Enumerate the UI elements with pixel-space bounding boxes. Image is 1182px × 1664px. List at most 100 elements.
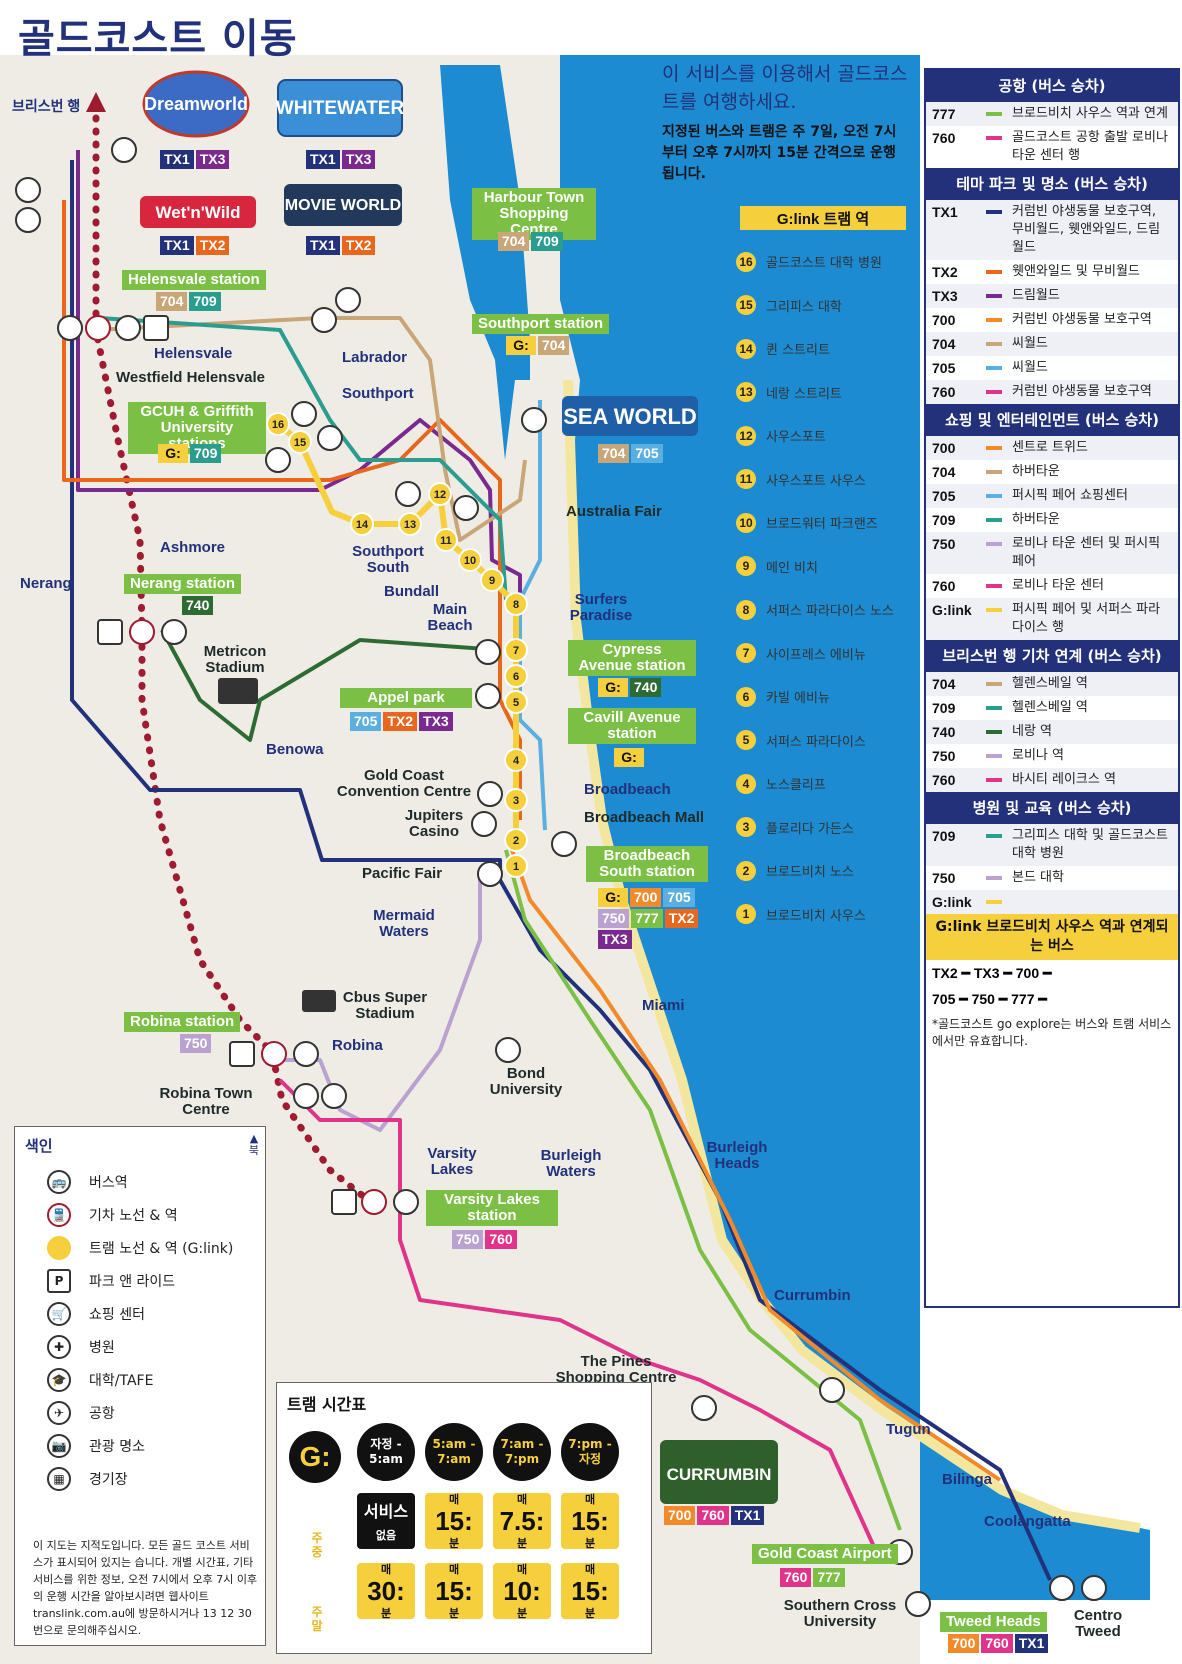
tram-icon: ● (47, 1236, 71, 1260)
stadium-icon[interactable] (302, 990, 336, 1012)
attraction-icon[interactable] (111, 137, 137, 163)
bus-stop-icon[interactable] (317, 425, 343, 451)
panel-route-number: 760 (932, 384, 956, 400)
weekday-label: 주중 (311, 1531, 323, 1559)
tram-stop-marker[interactable] (428, 482, 452, 506)
university-icon[interactable] (905, 1591, 931, 1617)
frequency-value: 10: (503, 1576, 541, 1606)
train-station-icon[interactable] (361, 1189, 387, 1215)
route-color-swatch (986, 390, 1002, 394)
station-varsity-lakes[interactable]: Varsity Lakes station (426, 1190, 558, 1226)
train-station-icon[interactable] (85, 315, 111, 341)
tram-stop-marker[interactable] (504, 828, 528, 852)
tram-stop-marker[interactable] (458, 548, 482, 572)
shopping-icon[interactable] (1081, 1575, 1107, 1601)
shopping-icon[interactable] (453, 495, 479, 521)
tram-stop-marker[interactable] (288, 430, 312, 454)
park-ride-icon[interactable] (97, 619, 123, 645)
wetnwild-logo[interactable] (140, 196, 256, 228)
attraction-icon[interactable] (477, 781, 503, 807)
station-cavill[interactable]: Cavill Avenue station (568, 708, 696, 744)
shopping-icon[interactable] (691, 1395, 717, 1421)
station-southport[interactable]: Southport station (472, 314, 609, 334)
station-robina[interactable]: Robina station (124, 1012, 241, 1032)
currumbin-logo-text: CURRUMBIN (667, 1465, 772, 1484)
hospital-icon[interactable] (291, 401, 317, 427)
route-color-swatch (986, 778, 1002, 782)
shopping-icon[interactable] (551, 831, 577, 857)
bus-stop-icon[interactable] (1049, 1575, 1075, 1601)
university-icon[interactable] (495, 1037, 521, 1063)
dreamworld-logo[interactable] (142, 70, 250, 138)
whitewater-logo[interactable] (277, 79, 403, 137)
train-station-icon[interactable] (129, 619, 155, 645)
bus-stop-icon[interactable] (395, 481, 421, 507)
route-badge: 760 (981, 1634, 1013, 1653)
station-helensvale[interactable]: Helensvale station (122, 270, 266, 290)
shopping-icon[interactable] (57, 315, 83, 341)
route-TX2 (62, 200, 522, 820)
bus-stop-icon[interactable] (293, 1041, 319, 1067)
tram-stop-name: 노스클리프 (766, 778, 826, 794)
attraction-icon[interactable] (819, 1377, 845, 1403)
tram-stop-name: 브로드비치 노스 (766, 865, 854, 881)
university-icon[interactable] (265, 447, 291, 473)
tram-stop-marker[interactable] (504, 854, 528, 878)
station-appel-park[interactable]: Appel park (340, 688, 472, 708)
park-ride-icon[interactable] (229, 1041, 255, 1067)
movieworld-logo[interactable] (284, 184, 402, 226)
tram-stop-number: 13 (404, 519, 416, 531)
station-nerang[interactable]: Nerang station (124, 574, 242, 594)
tram-stop-marker[interactable] (350, 512, 374, 536)
bus-stop-icon[interactable] (293, 1083, 319, 1109)
station-gc-airport[interactable]: Gold Coast Airport (752, 1544, 898, 1564)
tram-stop-marker[interactable] (504, 664, 528, 688)
tram-stop-marker[interactable] (504, 788, 528, 812)
station-broadbeach-south[interactable]: Broadbeach South station (586, 846, 708, 882)
panel-route-number: 760 (932, 578, 956, 594)
bus-stop-icon[interactable] (311, 307, 337, 333)
airport-icon: ✈ (47, 1401, 71, 1425)
park-ride-icon[interactable] (331, 1189, 357, 1215)
bus-stop-icon[interactable] (475, 639, 501, 665)
tram-stop-marker[interactable] (434, 528, 458, 552)
route-color-swatch (986, 584, 1002, 588)
bus-stop-icon[interactable] (115, 315, 141, 341)
weekend-label: 주말 (311, 1605, 323, 1633)
tram-stop-marker[interactable] (398, 512, 422, 536)
tram-stop-marker[interactable] (504, 638, 528, 662)
southport-routes: G:704 (506, 336, 570, 355)
stadium-icon[interactable] (218, 678, 258, 704)
tram-stop-marker[interactable] (504, 690, 528, 714)
intro-heading: 이 서비스를 이용해서 골드코스트를 여행하세요. (662, 63, 908, 113)
bus-stop-icon[interactable] (393, 1189, 419, 1215)
tram-stop-marker[interactable] (480, 568, 504, 592)
shopping-icon[interactable] (321, 1083, 347, 1109)
route-color-swatch (986, 494, 1002, 498)
tram-stop-marker[interactable] (504, 748, 528, 772)
legend-item: 🚆기차 노선 & 역 (47, 1203, 178, 1227)
attraction-icon[interactable] (521, 407, 547, 433)
place-miami: Miami (642, 997, 685, 1014)
tram-stop-marker[interactable] (504, 592, 528, 616)
bus-stop-icon[interactable] (15, 207, 41, 233)
train-station-icon[interactable] (261, 1041, 287, 1067)
shopping-icon[interactable] (335, 287, 361, 313)
park-ride-icon[interactable] (143, 315, 169, 341)
seaworld-logo[interactable] (562, 396, 698, 436)
station-tweed-heads[interactable]: Tweed Heads (940, 1612, 1047, 1632)
route-badge: G: (598, 678, 628, 697)
bus-stop-icon[interactable] (161, 619, 187, 645)
shopping-icon[interactable] (477, 861, 503, 887)
attraction-icon[interactable] (471, 811, 497, 837)
currumbin-logo[interactable] (660, 1440, 778, 1504)
place-burleigh-heads: Burleigh Heads (706, 1139, 768, 1172)
route-badge: 709 (531, 232, 563, 251)
route-color-swatch (986, 136, 1002, 140)
tram-stop-marker[interactable] (266, 412, 290, 436)
bus-stop-icon[interactable] (15, 177, 41, 203)
station-cypress[interactable]: Cypress Avenue station (568, 640, 696, 676)
bus-stop-icon[interactable] (475, 683, 501, 709)
